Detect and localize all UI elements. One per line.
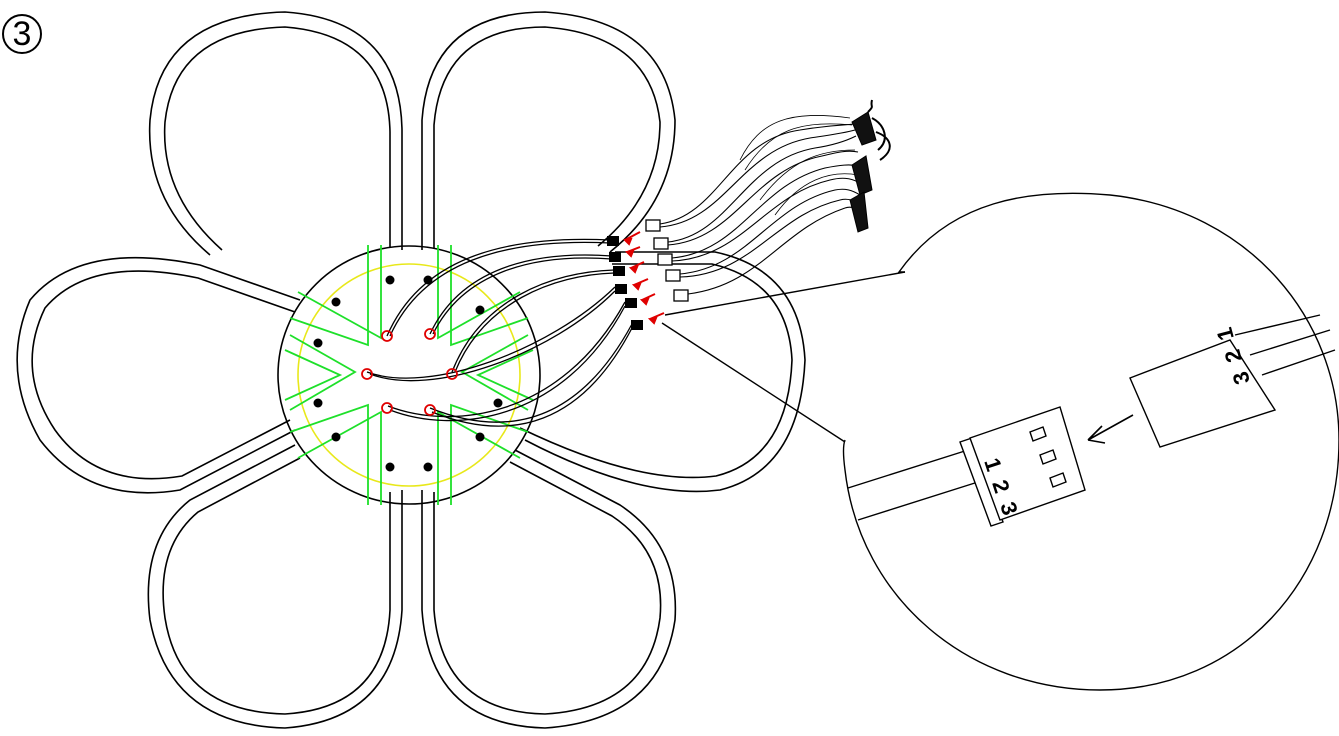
screw <box>475 305 485 315</box>
screw <box>423 275 433 285</box>
petal-top-left <box>148 11 403 256</box>
plug <box>625 298 637 308</box>
step-number-badge: 3 <box>2 14 42 54</box>
step-number: 3 <box>12 15 32 53</box>
wire-nut <box>851 155 873 196</box>
petal-top-right <box>421 11 676 253</box>
arrow <box>631 278 649 291</box>
callout-leader-top <box>664 271 906 316</box>
socket <box>657 253 673 266</box>
screw <box>493 398 503 408</box>
plug <box>615 284 627 294</box>
callout-outline <box>842 192 1339 691</box>
arrow <box>628 261 645 274</box>
arrow <box>639 293 656 306</box>
screw <box>313 338 323 348</box>
hub-yellow-ring <box>297 263 521 487</box>
socket <box>665 269 681 282</box>
upper-wire-harness <box>659 115 863 295</box>
female-connector-detail <box>847 406 1086 527</box>
plug <box>609 252 621 262</box>
arrow <box>622 231 641 246</box>
screw <box>475 432 485 442</box>
wire-nut <box>849 191 869 233</box>
callout-leader-bottom <box>661 322 846 443</box>
socket <box>645 219 661 232</box>
exit-marker <box>424 404 436 416</box>
petal-bottom-left <box>147 444 403 729</box>
screw <box>385 462 395 472</box>
hub-plugs <box>607 236 643 330</box>
screw <box>331 297 341 307</box>
exit-marker <box>381 402 393 414</box>
arrow <box>624 246 641 258</box>
exit-marker <box>446 368 458 380</box>
exit-marker <box>361 368 373 380</box>
male-connector-detail <box>1129 314 1336 448</box>
hub-screws <box>313 275 503 472</box>
mating-arrow <box>1087 414 1134 444</box>
petal-bottom-right <box>421 449 677 729</box>
exit-marker <box>381 330 393 342</box>
exit-marker <box>424 328 436 340</box>
plug <box>631 320 643 330</box>
screw <box>385 275 395 285</box>
wire-nuts <box>849 99 891 233</box>
wire-exit-markers <box>361 328 458 416</box>
petal-right <box>519 251 806 493</box>
plug <box>613 266 625 276</box>
center-hub <box>277 245 541 505</box>
female-sockets <box>645 219 689 302</box>
socket <box>653 237 669 250</box>
wire-nut <box>851 111 877 146</box>
arrow <box>647 312 665 325</box>
screw <box>423 462 433 472</box>
petal-left <box>16 256 301 494</box>
screw <box>331 432 341 442</box>
socket <box>673 289 689 302</box>
green-channels <box>284 245 534 505</box>
screw <box>313 398 323 408</box>
plug <box>607 236 619 246</box>
petal-loops <box>16 11 806 729</box>
male-pin-1: 1 <box>1212 325 1239 343</box>
detail-callout <box>661 192 1339 691</box>
wire-bundles <box>366 238 633 427</box>
connect-arrows <box>622 231 665 325</box>
hub-outline <box>277 245 541 505</box>
